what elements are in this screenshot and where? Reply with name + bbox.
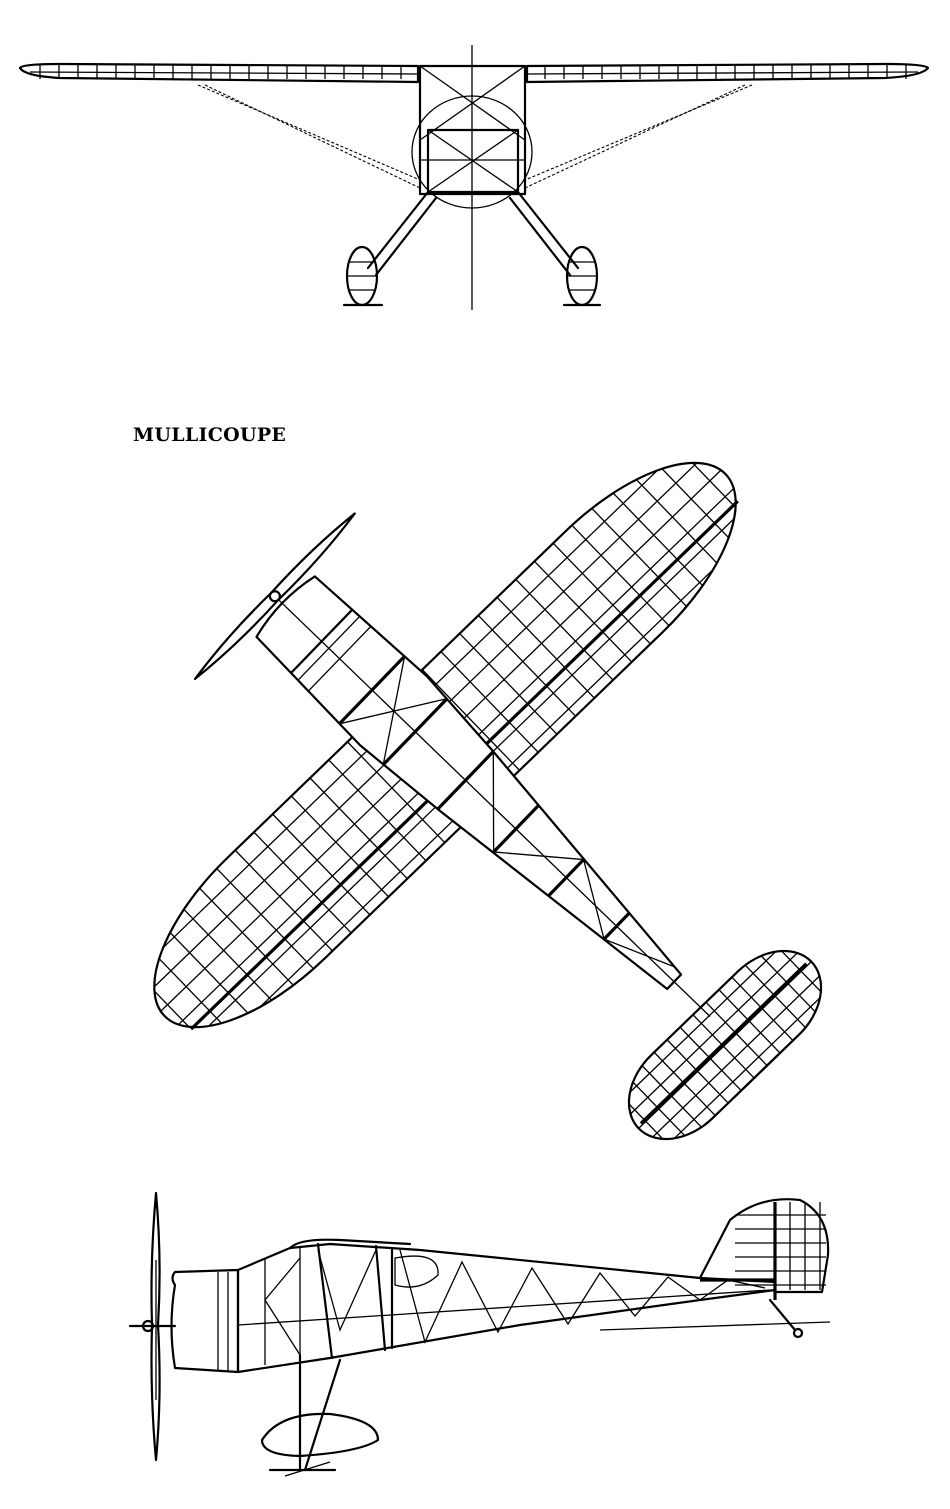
front-strut-left — [198, 85, 420, 180]
side-canopy — [290, 1240, 410, 1248]
plan-fuselage — [191, 510, 790, 1099]
side-fuselage — [238, 1244, 775, 1372]
front-view — [20, 45, 928, 310]
side-view — [130, 1193, 830, 1476]
front-wing-ribs — [30, 65, 918, 79]
front-engine-cowl — [412, 96, 532, 208]
plan-view — [116, 424, 842, 1160]
front-wing-right — [527, 64, 928, 82]
front-gear-right — [518, 192, 578, 268]
side-window — [395, 1256, 438, 1287]
front-strut-right — [525, 85, 752, 180]
front-fuselage — [420, 66, 525, 194]
side-tailskid — [770, 1300, 795, 1330]
side-wheel-fairing — [262, 1414, 378, 1456]
front-gear-left — [368, 192, 428, 268]
side-tail-fin — [700, 1199, 828, 1292]
side-engine-cowl — [172, 1270, 239, 1372]
side-propeller — [152, 1193, 160, 1460]
plan-propeller — [191, 510, 359, 683]
drawing-caption: MULLICOUPE — [133, 424, 287, 446]
